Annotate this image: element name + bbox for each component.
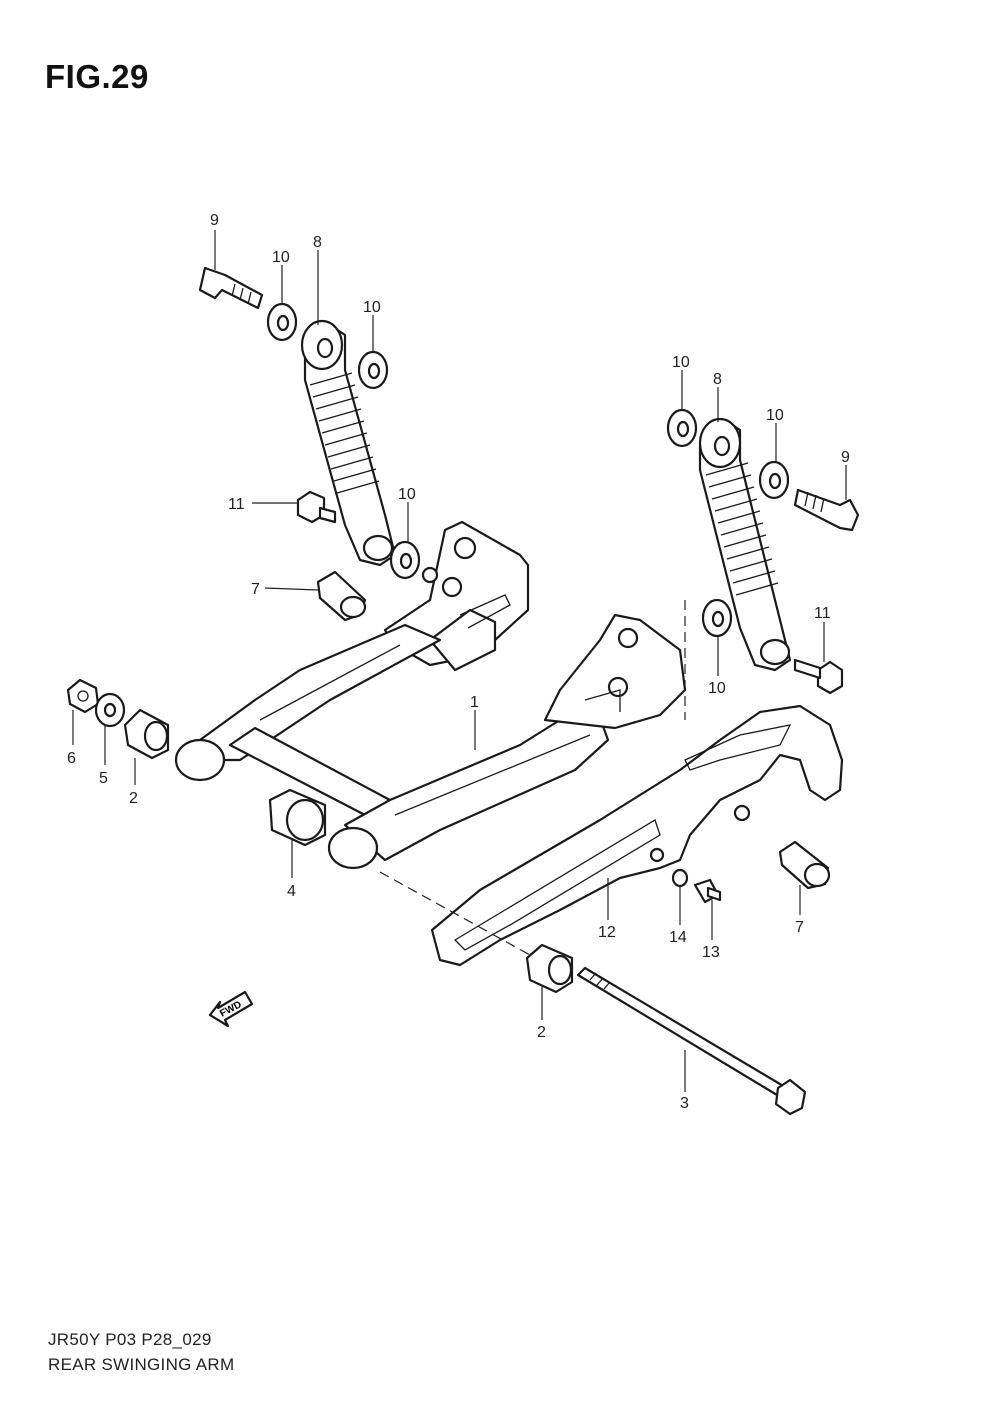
callout-10: 10	[272, 249, 290, 266]
shock-absorber-left	[300, 319, 397, 567]
callout-11: 11	[228, 496, 245, 513]
callout-10: 10	[363, 299, 381, 316]
bushing-left	[123, 708, 170, 760]
forward-direction-arrow: FWD	[208, 990, 254, 1028]
callout-10: 10	[398, 486, 416, 503]
callout-3: 3	[680, 1095, 689, 1112]
leader-lines	[72, 230, 847, 1092]
bushing-lower	[525, 943, 574, 994]
callout-10: 10	[708, 680, 726, 697]
callout-4: 4	[287, 883, 296, 900]
bolt-left	[198, 266, 264, 310]
screw	[693, 878, 722, 904]
shock-absorber-right	[698, 417, 792, 672]
callout-7: 7	[251, 581, 260, 598]
collar-left	[316, 570, 367, 622]
nut	[66, 678, 100, 714]
alignment-lines	[379, 600, 686, 956]
section-name: REAR SWINGING ARM	[48, 1355, 235, 1374]
figure-title: FIG.29	[45, 58, 149, 95]
model-code: JR50Y P03 P28_029	[48, 1330, 212, 1349]
mount-bolt-right	[793, 658, 844, 695]
callout-8: 8	[313, 234, 322, 251]
spacer	[268, 788, 327, 847]
washer-small	[94, 692, 126, 728]
collar-right	[778, 840, 831, 890]
callout-2: 2	[129, 790, 138, 807]
callout-10: 10	[766, 407, 784, 424]
callout-12: 12	[598, 924, 616, 941]
callout-10: 10	[672, 354, 690, 371]
callout-13: 13	[702, 944, 720, 961]
swing-arm-frame	[174, 520, 687, 870]
washers	[266, 302, 790, 638]
callout-11: 11	[814, 605, 831, 622]
rear-bracket-case	[430, 704, 844, 967]
callout-2: 2	[537, 1024, 546, 1041]
screw-washer	[671, 868, 689, 888]
callout-8: 8	[713, 371, 722, 388]
callout-9: 9	[841, 449, 850, 466]
bolt-right	[793, 488, 860, 532]
mount-bolt-left	[296, 490, 337, 524]
callout-1: 1	[470, 694, 479, 711]
callout-labels: 9 10 8 10 11 10 7 6 5 2 1 4 10 8 10 9 11…	[67, 212, 850, 1112]
callout-6: 6	[67, 750, 76, 767]
callout-5: 5	[99, 770, 108, 787]
axle-bolt	[576, 966, 807, 1116]
callout-14: 14	[669, 929, 687, 946]
callout-9: 9	[210, 212, 219, 229]
callout-7: 7	[795, 919, 804, 936]
